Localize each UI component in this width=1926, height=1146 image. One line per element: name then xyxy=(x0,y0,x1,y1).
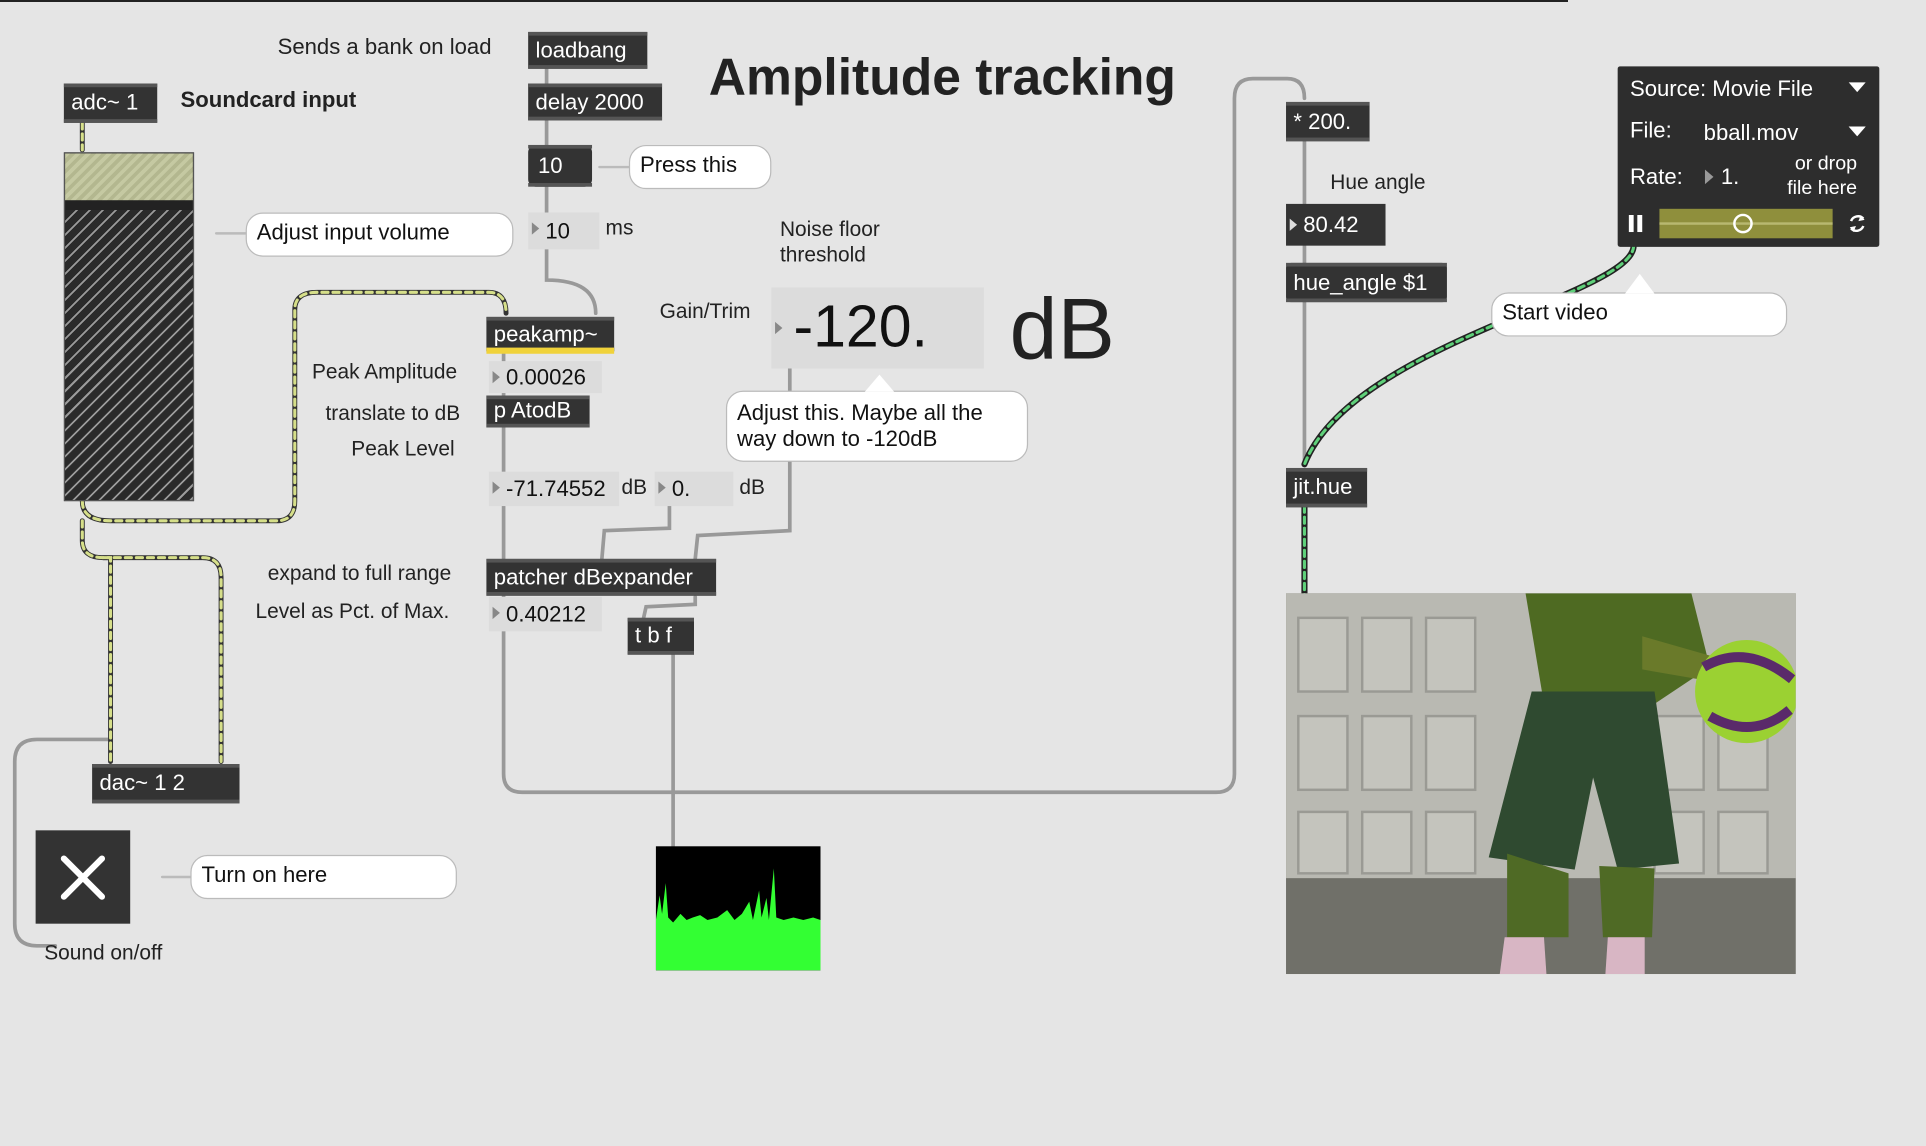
db-unit-label-1: dB xyxy=(621,475,648,499)
loadbang-object[interactable]: loadbang xyxy=(528,31,648,69)
sound-onoff-label: Sound on/off xyxy=(44,940,163,965)
number-arrow-icon xyxy=(492,606,500,620)
peakamp-object[interactable]: peakamp~ xyxy=(486,316,615,352)
pause-icon[interactable] xyxy=(1628,214,1644,233)
scrubber-knob[interactable] xyxy=(1733,213,1753,234)
tbf-object[interactable]: t b f xyxy=(627,617,694,655)
number-arrow-icon xyxy=(492,370,500,384)
start-video-comment: Start video xyxy=(1491,273,1788,337)
dac-object[interactable]: dac~ 1 2 xyxy=(92,764,240,804)
db-big-label: dB xyxy=(1009,281,1115,378)
db-unit-label-2: dB xyxy=(739,475,765,499)
gain-trim-value: -120. xyxy=(793,294,928,360)
dbexpander-object[interactable]: patcher dBexpander xyxy=(486,558,717,596)
peak-level-number-box[interactable]: -71.74552 xyxy=(488,471,620,507)
adjust-volume-text: Adjust input volume xyxy=(256,219,450,245)
gain-trim-number-box[interactable]: -120. xyxy=(771,287,984,369)
source-dropdown[interactable]: Source: Movie File xyxy=(1629,76,1814,101)
turn-on-text: Turn on here xyxy=(201,862,328,887)
movie-player[interactable]: Source: Movie File File: bball.mov Rate:… xyxy=(1617,66,1880,247)
ms-number-box[interactable]: 10 xyxy=(528,212,600,250)
loop-icon[interactable] xyxy=(1847,214,1867,234)
peak-level-value: -71.74552 xyxy=(506,476,606,502)
gain-trim-label: Gain/Trim xyxy=(659,299,751,324)
spectroscope-display xyxy=(655,846,821,971)
file-label: File: xyxy=(1629,117,1672,143)
peak-level-label: Peak Level xyxy=(351,437,455,461)
bubble-tail xyxy=(864,374,895,392)
expand-range-label: expand to full range xyxy=(267,561,452,585)
chevron-down-icon xyxy=(1848,126,1866,137)
rate-label: Rate: xyxy=(1629,164,1683,190)
peak-amplitude-number-box[interactable]: 0.00026 xyxy=(488,361,602,394)
zero-number-box[interactable]: 0. xyxy=(654,471,734,507)
playback-scrubber[interactable] xyxy=(1659,208,1833,239)
gain-handle[interactable] xyxy=(65,153,193,201)
bubble-tail xyxy=(1625,273,1655,294)
hue-angle-message[interactable]: hue_angle $1 xyxy=(1286,262,1447,303)
ms-value: 10 xyxy=(545,218,570,244)
video-display xyxy=(1286,593,1796,975)
translate-db-label: translate to dB xyxy=(325,401,461,425)
press-this-comment: Press this xyxy=(628,144,772,190)
adjust-this-comment: Adjust this. Maybe all the way down to -… xyxy=(725,374,1029,462)
patch-title: Amplitude tracking xyxy=(708,47,1176,106)
jit-hue-object[interactable]: jit.hue xyxy=(1286,467,1368,508)
number-arrow-icon xyxy=(1704,169,1714,185)
sends-bank-label: Sends a bank on load xyxy=(277,34,492,59)
number-arrow-icon xyxy=(531,222,540,235)
peak-amplitude-value: 0.00026 xyxy=(506,364,586,390)
file-dropdown[interactable]: bball.mov xyxy=(1703,120,1799,145)
hue-value: 80.42 xyxy=(1303,212,1359,238)
number-arrow-icon xyxy=(658,481,666,494)
sound-toggle[interactable] xyxy=(35,830,131,924)
noise-floor-label: Noise floor threshold xyxy=(779,217,880,267)
video-frame xyxy=(1286,593,1796,975)
zero-value: 0. xyxy=(671,476,691,502)
turn-on-comment: Turn on here xyxy=(190,854,457,900)
adjust-this-text: Adjust this. Maybe all the way down to -… xyxy=(736,400,983,451)
atodb-object[interactable]: p AtodB xyxy=(486,395,590,428)
spectrum-graph xyxy=(655,868,821,971)
close-x-icon xyxy=(60,855,106,900)
multiply-object[interactable]: * 200. xyxy=(1286,101,1370,142)
number-arrow-icon xyxy=(1289,218,1298,231)
peak-amplitude-label: Peak Amplitude xyxy=(311,359,458,384)
delay-object[interactable]: delay 2000 xyxy=(528,83,663,121)
input-gain-slider[interactable] xyxy=(63,152,195,502)
hue-angle-label: Hue angle xyxy=(1330,170,1426,195)
level-pct-label: Level as Pct. of Max. xyxy=(255,599,450,623)
drop-hint: or drop file here xyxy=(1787,153,1858,199)
hue-number-box[interactable]: 80.42 xyxy=(1286,203,1386,246)
adc-object[interactable]: adc~ 1 xyxy=(63,83,158,123)
peakamp-highlight xyxy=(486,347,615,354)
ms-label: ms xyxy=(605,216,634,240)
chevron-down-icon xyxy=(1848,82,1866,93)
window-top-border xyxy=(0,0,1568,2)
number-arrow-icon xyxy=(775,321,783,335)
message-10[interactable]: 10 xyxy=(528,144,593,187)
level-pct-number-box[interactable]: 0.40212 xyxy=(488,596,602,632)
press-this-text: Press this xyxy=(639,152,738,177)
meter-body xyxy=(65,210,193,500)
number-arrow-icon xyxy=(492,481,500,494)
start-video-text: Start video xyxy=(1502,299,1608,325)
soundcard-input-label: Soundcard input xyxy=(180,87,357,112)
level-pct-value: 0.40212 xyxy=(506,601,586,627)
adjust-volume-comment: Adjust input volume xyxy=(245,212,514,257)
rate-value[interactable]: 1. xyxy=(1720,164,1740,190)
